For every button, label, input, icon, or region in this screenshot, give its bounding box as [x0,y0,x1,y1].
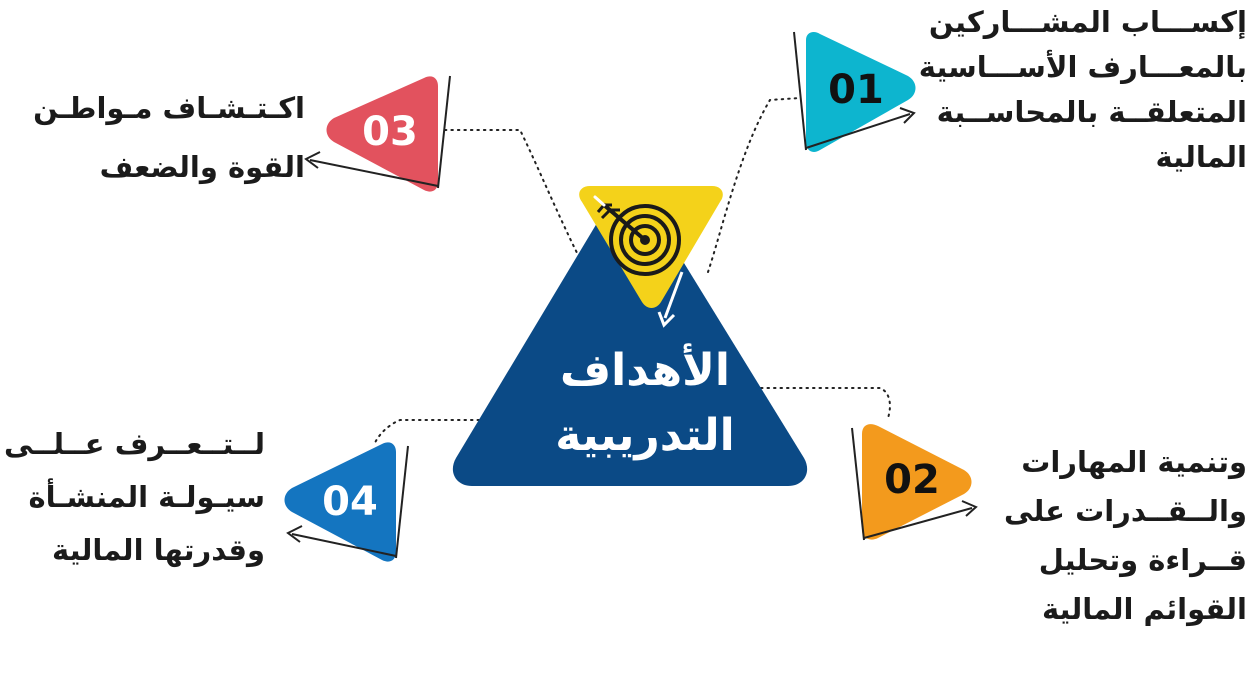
objective-03-line: اكـتـشـاف مـواطـن [33,91,305,125]
objective-04-line: سيـولـة المنشـأة [28,480,265,514]
center-triangle [452,189,808,486]
badge-04: 04 [284,442,409,562]
objective-04-line: وقدرتها المالية [52,533,265,567]
objective-03-line: القوة والضعف [99,150,305,184]
connector-04 [373,419,506,446]
objective-02-line: القوائم المالية [1041,592,1247,626]
objective-04-line: لــتــعــرف عــلــى [3,427,265,461]
objective-01-text: إكســـاب المشـــاركين بالمعـــارف الأســ… [918,5,1247,174]
badge-04-number: 04 [322,479,378,525]
badge-03: 03 [304,75,451,192]
badge-03-number: 03 [362,109,418,155]
connector-02 [747,387,891,419]
center-title-line2: التدريبية [555,410,734,461]
objective-01-line: المالية [1155,140,1247,174]
connector-01 [707,97,801,273]
connectors [373,97,891,446]
center-title-line1: الأهداف [560,343,730,396]
objective-02-line: وتنمية المهارات [1021,445,1247,479]
badge-01: 01 [793,31,916,153]
objective-01-line: بالمعـــارف الأســـاسية [918,50,1247,84]
objective-02-line: والــقــدرات على [1004,494,1247,528]
objective-02-line: قــراءة وتحليل [1038,543,1247,577]
objective-01-line: إكســـاب المشـــاركين [928,5,1247,39]
badge-01-number: 01 [828,67,884,113]
target-arrow-icon [593,195,684,328]
objective-03-text: اكـتـشـاف مـواطـن القوة والضعف [5,94,305,182]
badge-02: 02 [851,424,978,541]
objective-02-text: وتنمية المهارات والــقــدرات على قــراءة… [987,448,1247,624]
badge-02-number: 02 [884,457,940,503]
objective-04-text: لــتــعــرف عــلــى سيـولـة المنشـأة وقد… [3,427,265,567]
objective-01-line: المتعلقــة بالمحاســبة [936,95,1247,129]
connector-03 [444,129,599,293]
